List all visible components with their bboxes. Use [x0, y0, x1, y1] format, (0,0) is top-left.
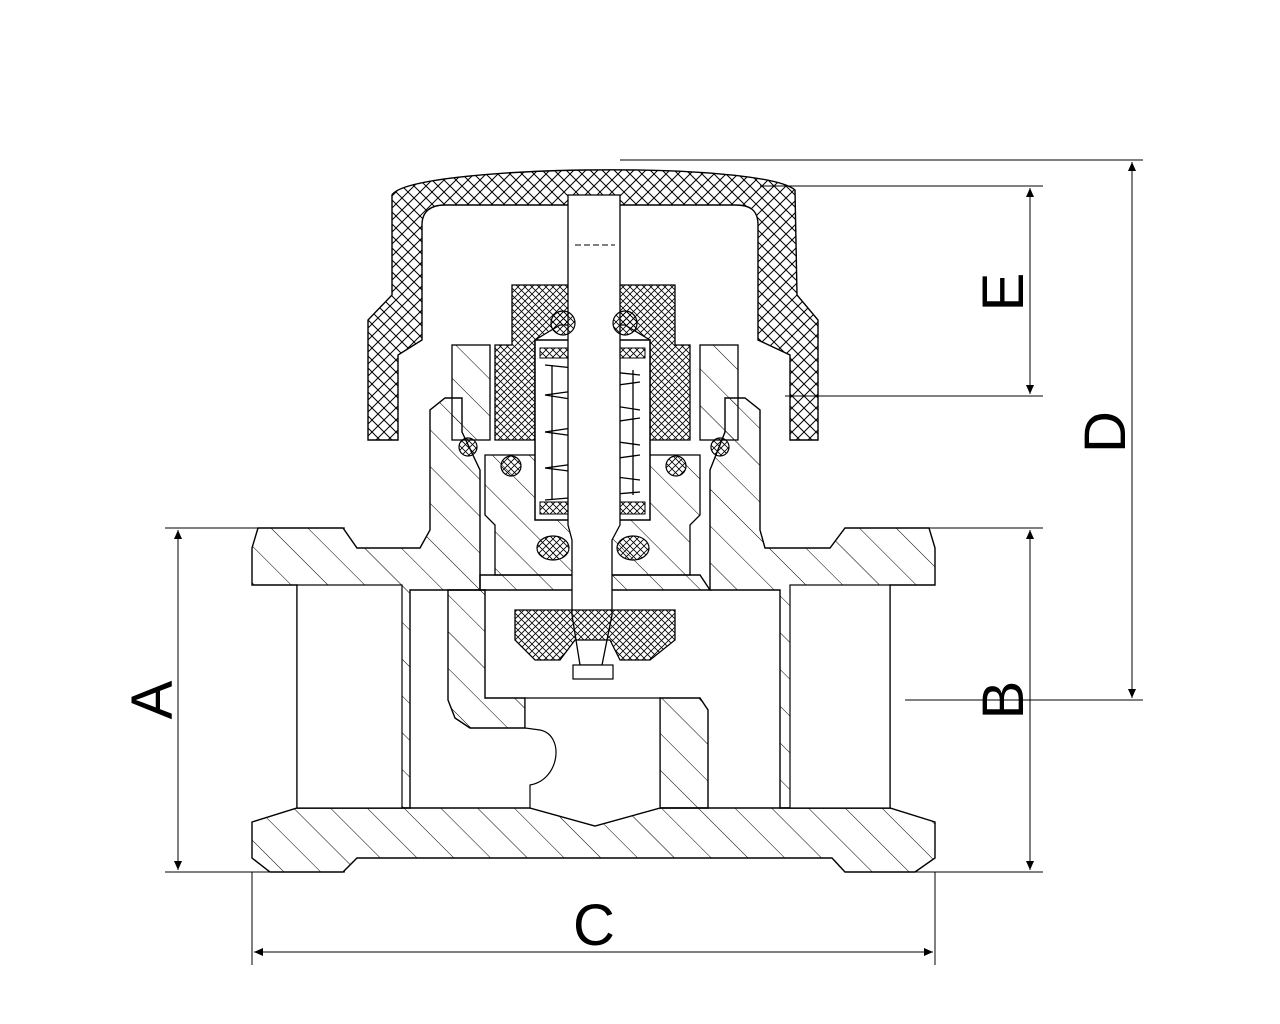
right-bore: [789, 584, 891, 809]
left-bore: [296, 584, 403, 809]
o-ring: [710, 437, 730, 457]
o-ring: [536, 535, 570, 561]
o-ring: [550, 310, 576, 336]
dim-label-d: D: [1073, 411, 1138, 453]
dim-label-b: B: [971, 681, 1036, 720]
valve-disc: [514, 609, 676, 661]
bonnet-right-ring: [699, 344, 739, 441]
o-ring: [616, 535, 650, 561]
o-ring: [500, 455, 522, 477]
body-partition: [447, 589, 526, 729]
o-ring: [458, 437, 478, 457]
protective-cap: [367, 169, 819, 441]
body-seat-support: [659, 697, 709, 809]
dim-label-c: C: [573, 893, 615, 958]
o-ring: [665, 455, 687, 477]
disc-tip: [572, 664, 614, 680]
flow-chamber: [524, 697, 661, 827]
port-bores: [296, 584, 891, 827]
dim-label-a: A: [120, 680, 185, 719]
dimension-lines: [165, 159, 1143, 965]
bonnet-left-ring: [451, 344, 491, 441]
dimension-arrows: [174, 162, 1136, 956]
o-rings: [458, 310, 730, 561]
valve-stem: [567, 194, 621, 666]
o-ring: [612, 310, 638, 336]
dim-label-e: E: [971, 273, 1036, 312]
